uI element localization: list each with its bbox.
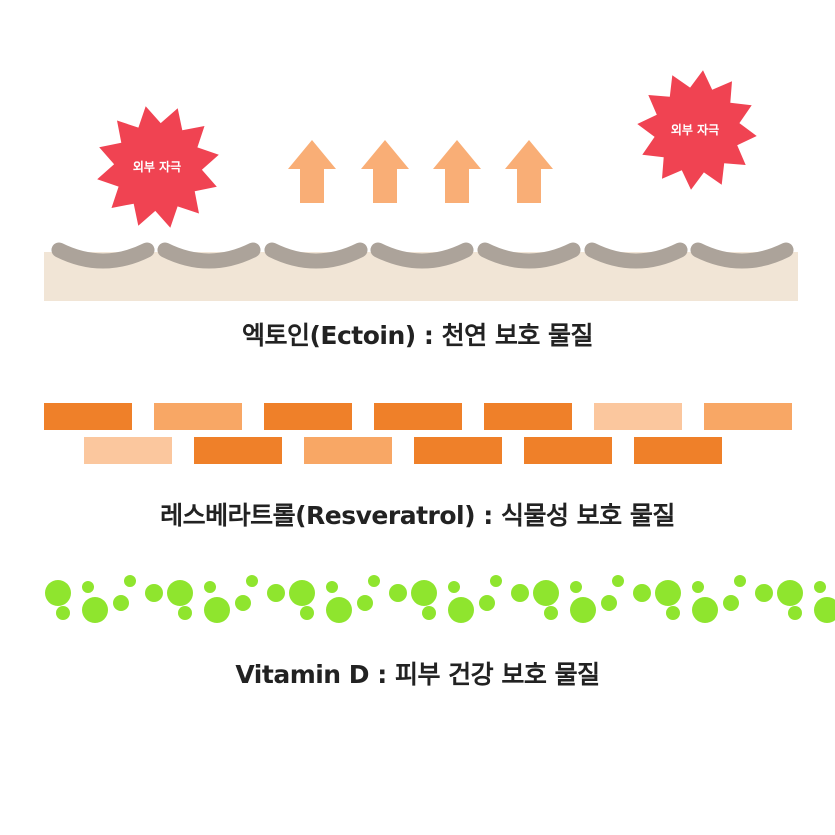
dot — [178, 606, 192, 620]
irritant-label-right: 외부 자극 — [671, 122, 719, 137]
brick — [154, 403, 242, 430]
dot — [814, 581, 826, 593]
dot — [267, 584, 285, 602]
dot — [814, 597, 835, 623]
dot — [788, 606, 802, 620]
up-arrow-icon — [505, 140, 553, 203]
dot — [422, 606, 436, 620]
shield-curve — [157, 242, 261, 269]
brick — [524, 437, 612, 464]
dot — [655, 580, 681, 606]
dot — [692, 597, 718, 623]
dot — [235, 595, 251, 611]
dot — [124, 575, 136, 587]
resveratrol-caption: 레스베라트롤(Resveratrol) : 식물성 보호 물질 — [160, 501, 675, 530]
brick — [374, 403, 462, 430]
burst-icon: 외부 자극 — [97, 106, 219, 228]
dot — [145, 584, 163, 602]
brick — [44, 403, 132, 430]
irritant-label-left: 외부 자극 — [133, 159, 181, 174]
burst-icon: 외부 자극 — [637, 70, 757, 190]
dot — [289, 580, 315, 606]
up-arrow-icon — [288, 140, 336, 203]
shield-curve — [584, 242, 688, 269]
dot — [570, 581, 582, 593]
dot — [601, 595, 617, 611]
dot — [448, 581, 460, 593]
brick — [594, 403, 682, 430]
dot — [448, 597, 474, 623]
dot — [204, 597, 230, 623]
dot — [612, 575, 624, 587]
dot — [633, 584, 651, 602]
dot — [411, 580, 437, 606]
dot — [389, 584, 407, 602]
dot — [570, 597, 596, 623]
dot — [326, 581, 338, 593]
shield-curve — [690, 242, 794, 269]
up-arrow-icon — [361, 140, 409, 203]
dot — [246, 575, 258, 587]
dot — [544, 606, 558, 620]
ectoin-caption: 엑토인(Ectoin) : 천연 보호 물질 — [241, 321, 594, 350]
dot — [56, 606, 70, 620]
dot — [666, 606, 680, 620]
brick — [414, 437, 502, 464]
dot — [82, 581, 94, 593]
dot — [533, 580, 559, 606]
dot — [113, 595, 129, 611]
dot — [167, 580, 193, 606]
brick — [704, 403, 792, 430]
arrow-group — [288, 140, 553, 203]
resveratrol-brick-layer — [44, 403, 792, 464]
dot — [777, 580, 803, 606]
ectoin-layer: 외부 자극 외부 자극 — [44, 70, 798, 301]
brick — [194, 437, 282, 464]
dot — [357, 595, 373, 611]
brick — [304, 437, 392, 464]
shield-group — [51, 242, 794, 269]
brick — [634, 437, 722, 464]
shield-curve — [264, 242, 368, 269]
shield-curve — [370, 242, 474, 269]
dot — [204, 581, 216, 593]
shield-curve — [477, 242, 581, 269]
vitamin-d-dot-layer — [45, 575, 835, 623]
dot — [479, 595, 495, 611]
brick — [484, 403, 572, 430]
dot — [300, 606, 314, 620]
dot — [326, 597, 352, 623]
dot — [755, 584, 773, 602]
dot — [368, 575, 380, 587]
dot — [723, 595, 739, 611]
dot — [511, 584, 529, 602]
up-arrow-icon — [433, 140, 481, 203]
brick — [264, 403, 352, 430]
vitamin-d-caption: Vitamin D : 피부 건강 보호 물질 — [235, 660, 600, 689]
dot — [734, 575, 746, 587]
shield-curve — [51, 242, 155, 269]
dot — [82, 597, 108, 623]
dot — [45, 580, 71, 606]
dot — [692, 581, 704, 593]
brick — [84, 437, 172, 464]
dot — [490, 575, 502, 587]
